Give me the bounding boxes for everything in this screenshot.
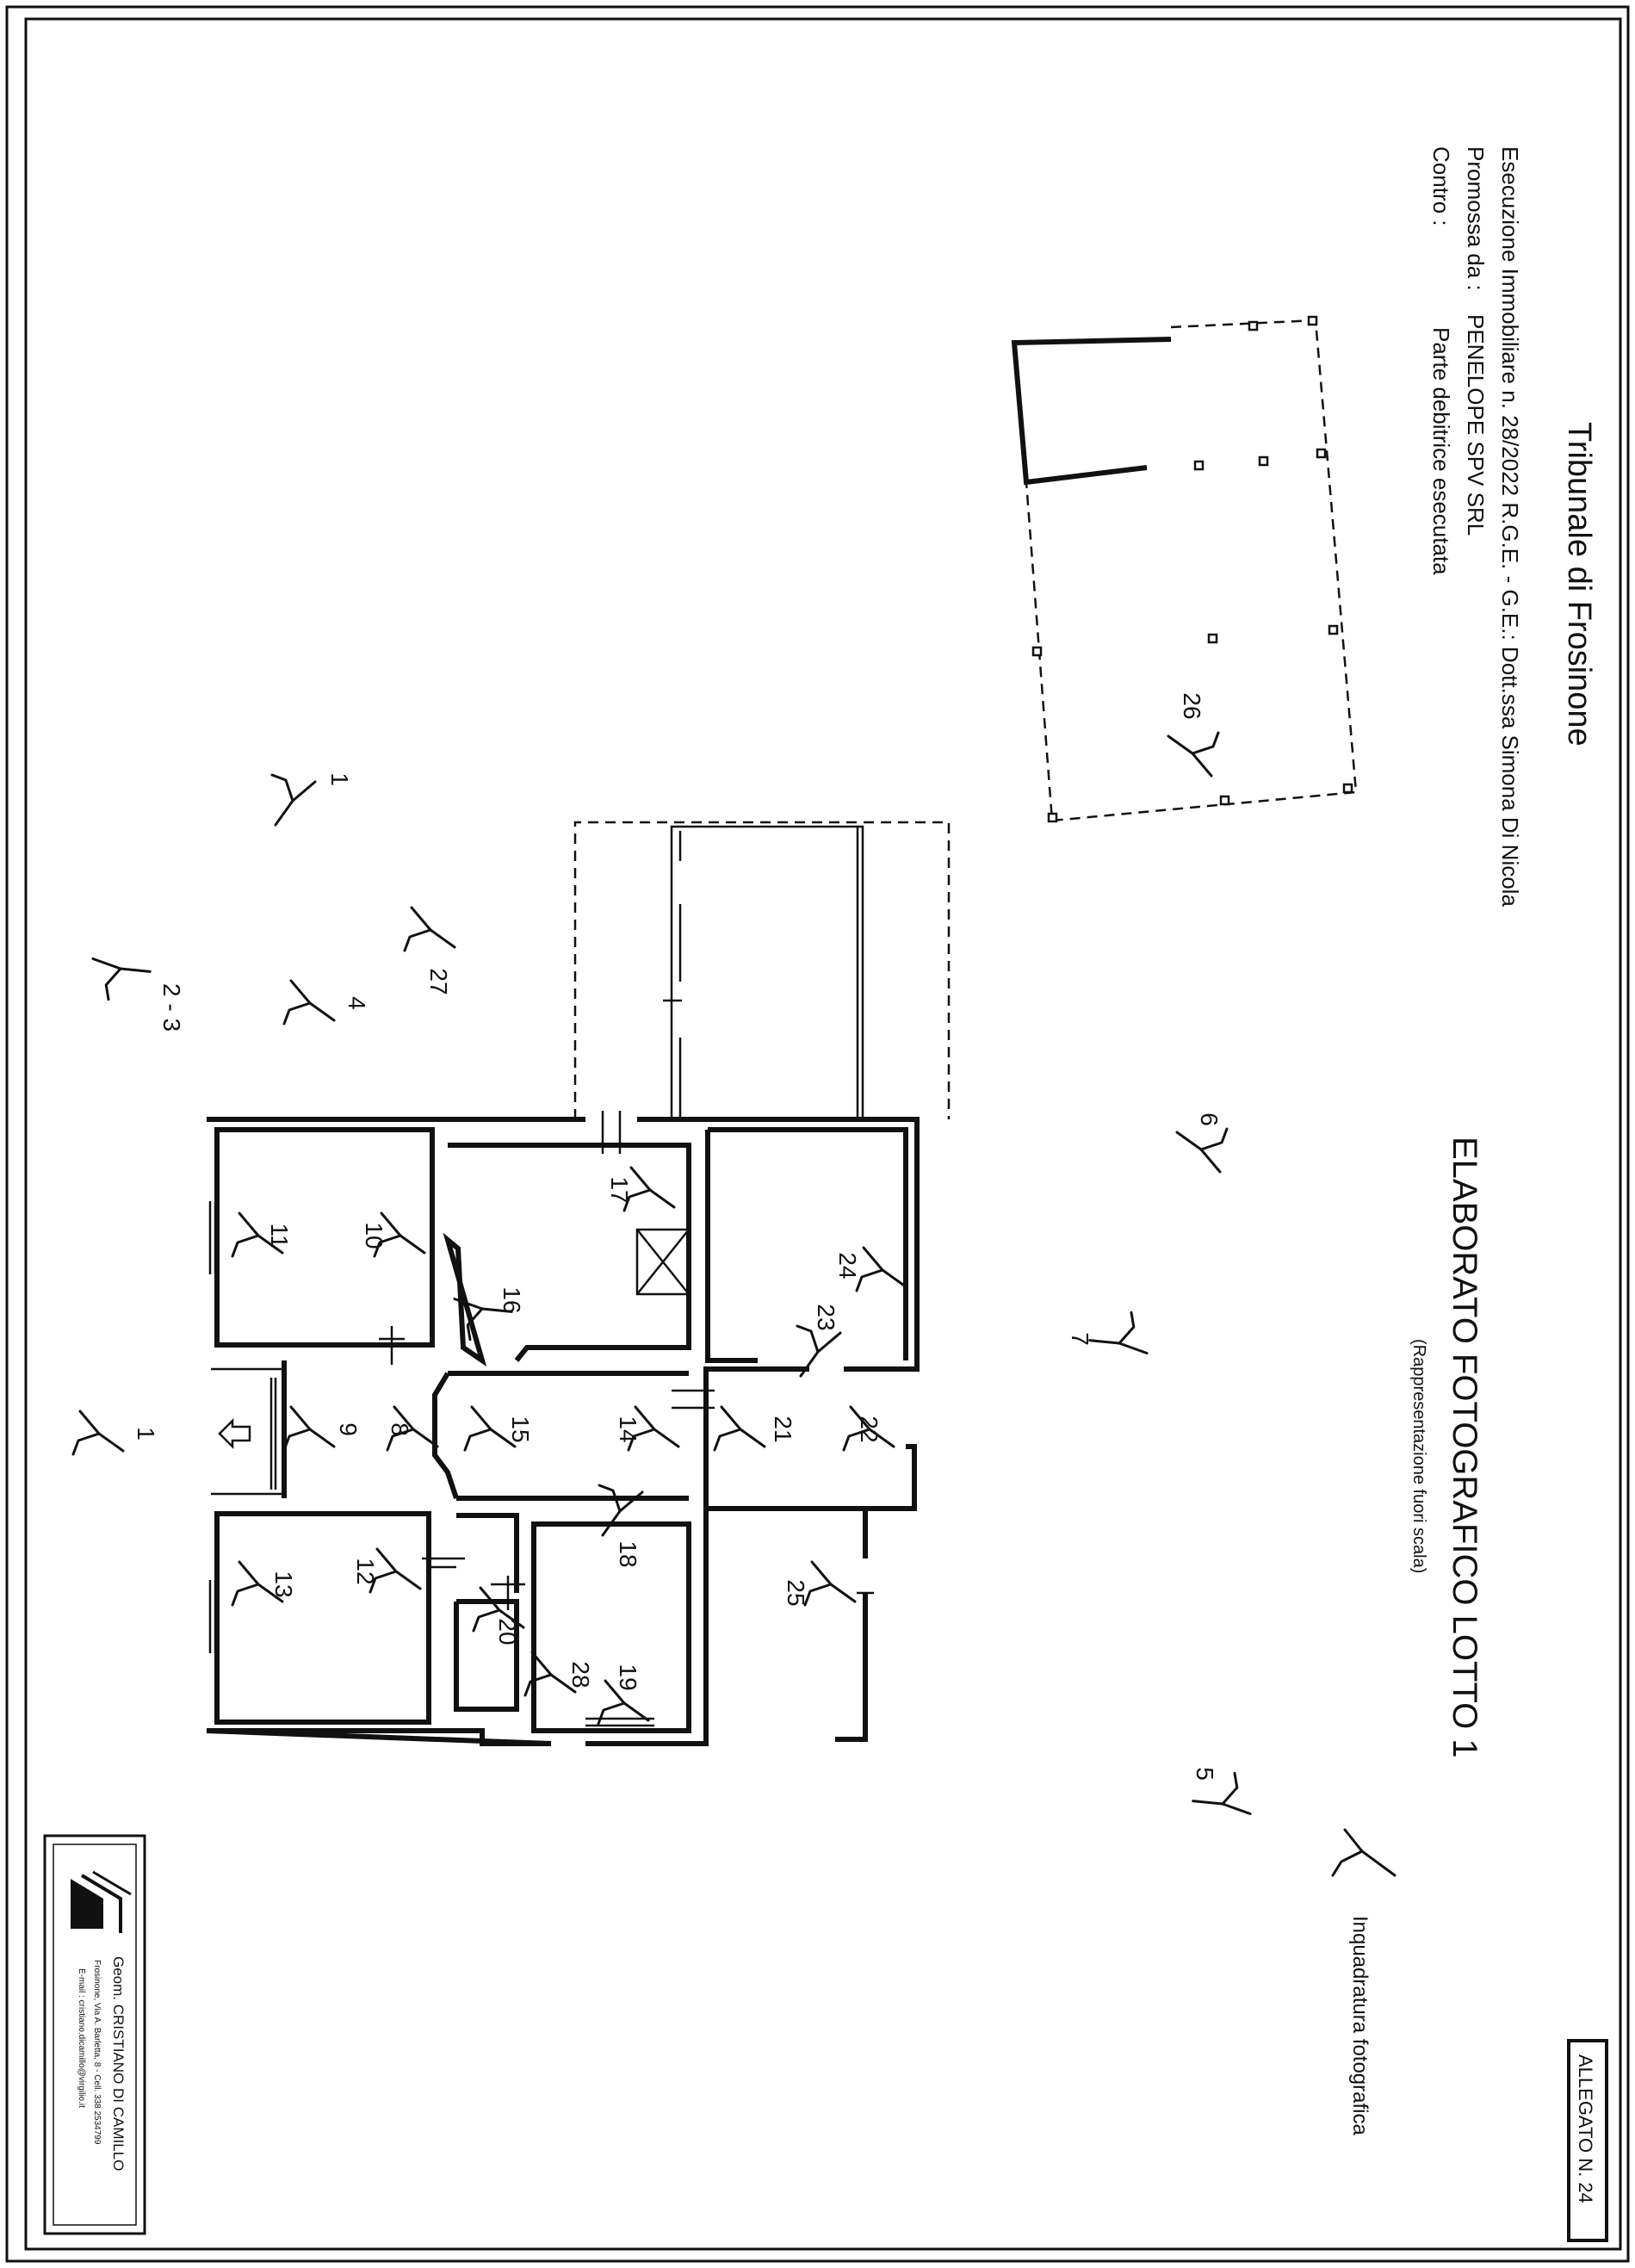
inner-frame	[24, 17, 1622, 2251]
court-title: Tribunale di Frosinone	[1561, 422, 1597, 747]
camera-viewpoint-icon	[386, 1405, 439, 1452]
viewpoint-label: 14	[615, 1416, 641, 1442]
camera-viewpoint-icon	[713, 1405, 766, 1452]
legend-camera-viewpoint-icon	[1331, 1828, 1397, 1877]
house-plan	[206, 1111, 920, 1746]
porch-plan	[573, 821, 951, 1119]
viewpoint-label: 18	[615, 1540, 641, 1567]
camera-viewpoint-icon	[368, 1547, 422, 1594]
viewpoint-label: 26	[1179, 692, 1205, 719]
camera-viewpoint-icon	[1175, 1127, 1229, 1174]
promoter-label: Promossa da :	[1463, 146, 1489, 291]
viewpoint-label: 1	[133, 1427, 159, 1441]
camera-viewpoint-icon	[91, 957, 152, 1001]
camera-viewpoint-icon	[463, 1405, 517, 1452]
drawing-subtitle: (Rappresentazione fuori scala)	[1409, 1339, 1428, 1573]
viewpoint-label: 25	[783, 1579, 809, 1606]
stamp-address: Frosinone, Via A. Barletta, 8 - Cell. 33…	[92, 1960, 102, 2145]
outbuilding-plan	[1011, 315, 1358, 823]
camera-viewpoint-icon	[1167, 731, 1220, 778]
camera-viewpoint-icon	[855, 1246, 908, 1292]
viewpoint-label: 21	[770, 1416, 796, 1442]
viewpoint-label: 22	[856, 1416, 883, 1442]
viewpoint-label: 11	[266, 1223, 293, 1248]
camera-viewpoint-icon	[1192, 1771, 1252, 1816]
camera-viewpoint-icon	[231, 1211, 284, 1258]
viewpoint-label: 6	[1196, 1112, 1223, 1126]
camera-viewpoint-icon	[622, 1166, 676, 1212]
house-logo-icon	[71, 1870, 132, 1933]
viewpoint-label: 2 - 3	[158, 983, 185, 1032]
viewpoint-label: 28	[567, 1661, 594, 1688]
viewpoint-label: 15	[507, 1416, 534, 1442]
promoter-value: PENELOPE SPV SRL	[1463, 314, 1489, 536]
camera-viewpoint-icon	[282, 979, 336, 1026]
viewpoint-label: 7	[1067, 1332, 1093, 1346]
camera-viewpoint-icon	[270, 773, 317, 827]
viewpoint-label: 8	[387, 1422, 413, 1436]
camera-viewpoint-icon	[472, 1586, 525, 1633]
against-label: Contro :	[1428, 146, 1454, 226]
viewpoint-label: 19	[615, 1664, 641, 1690]
annex-label: ALLEGATO N. 24	[1575, 2054, 1596, 2203]
camera-viewpoint-icon	[453, 1297, 513, 1342]
against-value: Parte debitrice esecutata	[1428, 327, 1454, 575]
viewpoint-label: 24	[834, 1252, 861, 1279]
case-line: Esecuzione Immobiliare n. 28/2022 R.G.E.…	[1497, 146, 1523, 907]
camera-viewpoint-icon	[523, 1651, 577, 1697]
viewpoint-label: 20	[494, 1618, 521, 1645]
camera-viewpoint-icon	[598, 1484, 644, 1537]
camera-viewpoint-icon	[1088, 1311, 1149, 1355]
viewpoint-label: 9	[335, 1422, 362, 1436]
designer-stamp: Geom. CRISTIANO DI CAMILLO Frosinone, Vi…	[43, 1834, 146, 2235]
viewpoint-label: 5	[1192, 1767, 1218, 1781]
camera-viewpoint-icon	[282, 1405, 336, 1452]
camera-viewpoint-icon	[597, 1679, 650, 1726]
viewpoint-label: 17	[606, 1176, 633, 1203]
stamp-name: Geom. CRISTIANO DI CAMILLO	[110, 1956, 127, 2171]
legend-label: Inquadratura fotografica	[1348, 1916, 1372, 2135]
viewpoint-label: 1	[326, 772, 353, 786]
drawing-title: ELABORATO FOTOGRAFICO LOTTO 1	[1446, 1137, 1483, 1758]
camera-viewpoint-icon	[71, 1410, 125, 1456]
viewpoint-label: 23	[813, 1304, 839, 1330]
viewpoint-label: 12	[352, 1558, 379, 1584]
camera-viewpoint-icon	[842, 1405, 895, 1452]
viewpoint-label: 16	[499, 1286, 525, 1313]
annex-box	[1567, 2039, 1608, 2242]
camera-viewpoint-icon	[373, 1211, 426, 1258]
stamp-email: E-mail : cristiano.dicamillo@virgilio.it	[77, 1968, 86, 2108]
camera-viewpoint-icon	[803, 1560, 857, 1607]
viewpoint-label: 10	[361, 1222, 387, 1249]
camera-viewpoint-icon	[231, 1560, 284, 1607]
camera-viewpoint-icon	[627, 1405, 680, 1452]
camera-viewpoint-icon	[403, 906, 456, 952]
outer-frame	[5, 5, 1630, 2263]
viewpoint-label: 13	[270, 1571, 297, 1597]
camera-viewpoint-icon	[796, 1324, 842, 1378]
viewpoint-label: 4	[344, 996, 370, 1010]
viewpoint-label: 27	[425, 968, 452, 995]
